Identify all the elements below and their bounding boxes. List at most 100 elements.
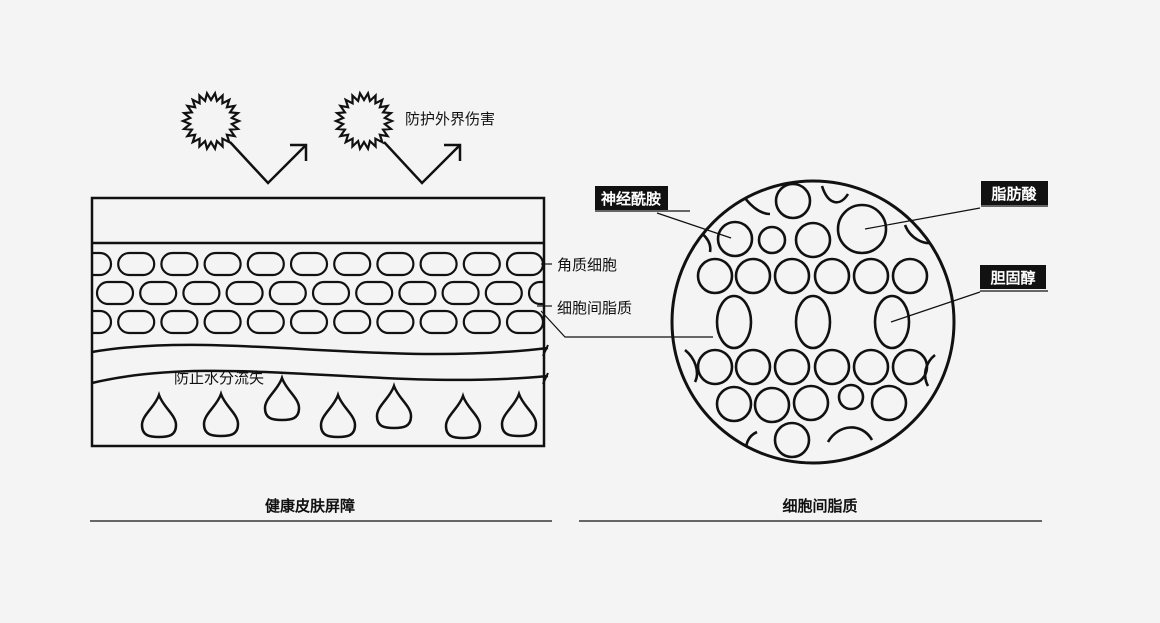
lipid-molecule — [837, 383, 865, 411]
corneocyte-cell — [333, 309, 372, 335]
cholesterol-tag: 胆固醇 — [980, 265, 1048, 292]
lipid-molecule — [757, 225, 787, 255]
fatty-acid-label: 脂肪酸 — [991, 185, 1037, 203]
water-drop-icon — [375, 382, 413, 430]
lipid-arc — [923, 353, 936, 387]
corneocyte-layer — [92, 251, 544, 335]
corneocyte-cell — [376, 309, 415, 335]
cholesterol-molecule — [715, 294, 753, 350]
corneocyte-cell — [92, 251, 113, 277]
corneocyte-cell — [289, 309, 329, 335]
lipid-molecule — [794, 221, 832, 259]
lipid-molecule — [891, 348, 929, 386]
corneocyte-cell — [117, 251, 156, 277]
lipid-arc — [826, 426, 874, 443]
lipid-molecule — [813, 257, 851, 295]
corneocyte-cell — [203, 251, 242, 277]
skin-wave-tick — [542, 372, 549, 385]
lipid-matrix-caption: 细胞间脂质 — [782, 497, 857, 515]
corneocyte-cell — [527, 280, 544, 306]
skin-box — [90, 196, 546, 448]
lipid-molecule — [696, 348, 734, 386]
corneocyte-cell — [398, 280, 437, 306]
lipid-arc — [903, 224, 936, 245]
corneocyte-cell — [117, 309, 156, 335]
corneocyte-cell — [92, 309, 113, 335]
lipid-molecule — [852, 348, 890, 386]
corneocyte-cell — [246, 309, 285, 335]
lipid-arc — [820, 185, 850, 204]
water-loss-label: 防止水分流失 — [174, 369, 264, 387]
corneocyte-cell — [333, 251, 372, 277]
fatty-acid-tag: 脂肪酸 — [981, 181, 1048, 207]
lipid-molecule — [773, 421, 811, 459]
lipid-molecule — [753, 386, 791, 424]
deflect-arrow-icon — [383, 141, 462, 185]
corneocyte-cell — [225, 280, 264, 306]
corneocyte-cell — [182, 280, 221, 306]
lipid-molecule — [813, 348, 851, 386]
lipid-molecule — [773, 348, 811, 386]
corneocyte-cell — [505, 309, 544, 335]
water-drop-icon — [319, 391, 357, 439]
corneocyte-cell — [268, 280, 307, 306]
corneocyte-cell — [484, 280, 523, 306]
cholesterol-molecule — [873, 294, 911, 350]
leader-line — [890, 291, 981, 323]
cholesterol-label: 胆固醇 — [990, 269, 1035, 287]
corneocyte-cell — [355, 280, 394, 306]
lipid-molecule — [836, 203, 888, 255]
leader-line — [540, 310, 713, 338]
water-drop-icon — [263, 374, 301, 422]
water-drops — [140, 374, 538, 440]
cholesterol-molecule — [794, 294, 832, 350]
skin-wave — [91, 369, 549, 385]
lipid-molecule — [774, 182, 812, 220]
leader-line — [656, 212, 732, 239]
sun-icon — [180, 90, 242, 152]
skin-wave-tick — [542, 344, 549, 357]
corneocyte-label: 角质细胞 — [557, 256, 617, 274]
lipid-molecule — [716, 220, 754, 258]
corneocyte-cell — [203, 309, 242, 335]
corneocyte-cell — [160, 309, 199, 335]
corneocyte-cell — [441, 280, 480, 306]
skin-barrier-caption: 健康皮肤屏障 — [265, 497, 355, 515]
lipid-matrix-diagram — [656, 179, 981, 465]
corneocyte-cell — [289, 251, 329, 277]
lipid-molecule — [792, 384, 830, 422]
sun-icon — [333, 90, 395, 152]
corneocyte-cell — [462, 251, 501, 277]
corneocyte-cell — [419, 309, 458, 335]
lipid-molecule — [696, 257, 734, 295]
water-drop-icon — [444, 392, 482, 440]
lipid-molecules — [684, 182, 936, 459]
corneocyte-cell — [95, 280, 135, 306]
ceramide-label: 神经酰胺 — [601, 190, 661, 208]
lipid-molecule — [852, 257, 890, 295]
skin-barrier-diagram — [90, 90, 713, 448]
corneocyte-cell — [139, 280, 178, 306]
leader-line — [864, 207, 981, 230]
corneocyte-cell — [246, 251, 285, 277]
corneocyte-cell — [419, 251, 458, 277]
lipid-molecule — [734, 348, 772, 386]
corneocyte-cell — [462, 309, 501, 335]
corneocyte-cell — [160, 251, 199, 277]
skin-wave — [91, 343, 549, 356]
corneocyte-cell — [376, 251, 415, 277]
lipid-arc — [684, 348, 699, 383]
water-drop-icon — [140, 391, 178, 439]
corneocyte-cell — [311, 280, 351, 306]
ceramide-tag: 神经酰胺 — [595, 186, 690, 212]
matrix-circle — [670, 179, 956, 465]
lipid-molecule — [891, 257, 929, 295]
lipid-molecule — [773, 257, 811, 295]
lipid-molecule — [715, 385, 753, 423]
intercellular-lipid-label: 细胞间脂质 — [557, 299, 632, 317]
water-drop-icon — [202, 390, 240, 438]
water-drop-icon — [500, 390, 538, 438]
lipid-molecule — [870, 384, 908, 422]
corneocyte-cell — [505, 251, 544, 277]
